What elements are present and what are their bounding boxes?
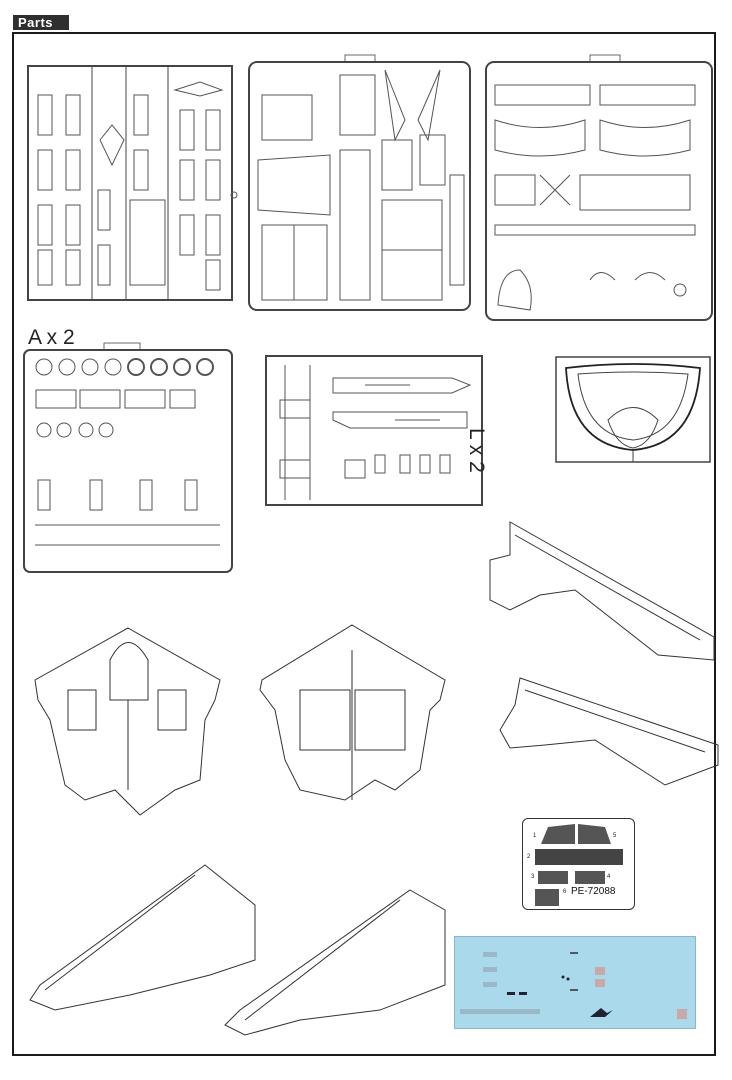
pe-part-number: 4 — [607, 874, 611, 880]
sprue-3 — [485, 54, 713, 321]
fuselage-left — [34, 627, 221, 816]
decal-markings — [460, 952, 687, 1019]
sprue-a-quantity: A x 2 — [28, 326, 75, 349]
pe-part-number: 6 — [563, 889, 567, 895]
sprue-l — [265, 355, 483, 506]
wing-part-3 — [29, 864, 256, 1011]
sprue-1 — [27, 65, 238, 301]
canopy-clear-part — [555, 356, 711, 463]
photo-etch-fret: 1 2 3 4 5 6 PE-72088 — [522, 818, 635, 910]
pe-part-number: 3 — [531, 874, 535, 880]
wing-part-1 — [489, 521, 715, 661]
pe-part-number: 1 — [533, 833, 537, 839]
wing-part-2 — [499, 677, 719, 786]
fuselage-center — [259, 624, 446, 801]
pe-part-number: 5 — [613, 833, 617, 839]
wing-part-4 — [224, 889, 446, 1036]
photo-etch-code: PE-72088 — [571, 886, 616, 897]
parts-frame — [12, 32, 716, 1056]
decal-sheet — [454, 936, 696, 1029]
sprue-2 — [248, 54, 471, 311]
pe-part-number: 2 — [527, 854, 531, 860]
photo-etch-parts — [535, 824, 623, 906]
section-header: Parts — [13, 15, 69, 30]
sprue-a — [23, 342, 233, 573]
sprue-l-quantity: L x 2 — [465, 428, 488, 473]
